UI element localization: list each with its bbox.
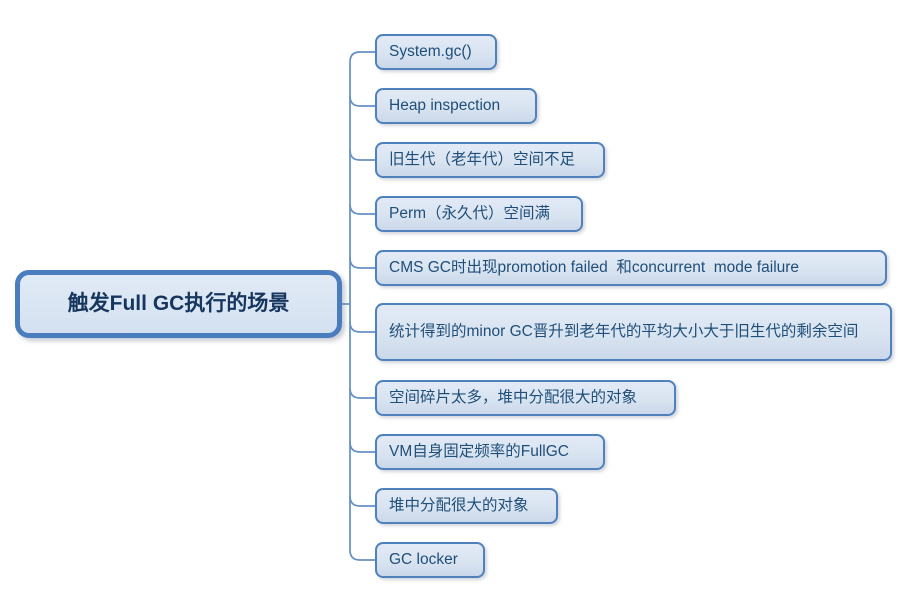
topic-label: 旧生代（老年代）空间不足 bbox=[389, 150, 576, 168]
topic-label: 空间碎片太多，堆中分配很大的对象 bbox=[389, 388, 638, 406]
topic-label: 堆中分配很大的对象 bbox=[389, 496, 529, 514]
topic-label: GC locker bbox=[389, 550, 458, 568]
topic-label: Heap inspection bbox=[389, 96, 501, 114]
topic-gc-locker[interactable]: GC locker bbox=[375, 542, 485, 578]
topic-minor-gc-promotion[interactable]: 统计得到的minor GC晋升到老年代的平均大小大于旧生代的剩余空间 bbox=[375, 303, 892, 361]
topic-label: CMS GC时出现promotion failed 和concurrent mo… bbox=[389, 258, 800, 276]
spine-line bbox=[349, 51, 375, 561]
topic-heap-large-object[interactable]: 堆中分配很大的对象 bbox=[375, 488, 558, 524]
topic-label: System.gc() bbox=[389, 42, 472, 60]
topic-label: VM自身固定频率的FullGC bbox=[389, 442, 569, 460]
topic-perm-gen-full[interactable]: Perm（永久代）空间满 bbox=[375, 196, 583, 232]
root-topic[interactable]: 触发Full GC执行的场景 bbox=[15, 270, 342, 338]
topic-system-gc[interactable]: System.gc() bbox=[375, 34, 497, 70]
topic-vm-fixed-rate-fullgc[interactable]: VM自身固定频率的FullGC bbox=[375, 434, 605, 470]
topic-label: Perm（永久代）空间满 bbox=[389, 204, 551, 222]
topic-label: 统计得到的minor GC晋升到老年代的平均大小大于旧生代的剩余空间 bbox=[389, 322, 859, 340]
topic-cms-mode-failure[interactable]: CMS GC时出现promotion failed 和concurrent mo… bbox=[375, 250, 887, 286]
topic-heap-inspection[interactable]: Heap inspection bbox=[375, 88, 537, 124]
root-topic-label: 触发Full GC执行的场景 bbox=[67, 291, 290, 315]
topic-fragmentation[interactable]: 空间碎片太多，堆中分配很大的对象 bbox=[375, 380, 676, 416]
topic-old-gen-insufficient[interactable]: 旧生代（老年代）空间不足 bbox=[375, 142, 605, 178]
